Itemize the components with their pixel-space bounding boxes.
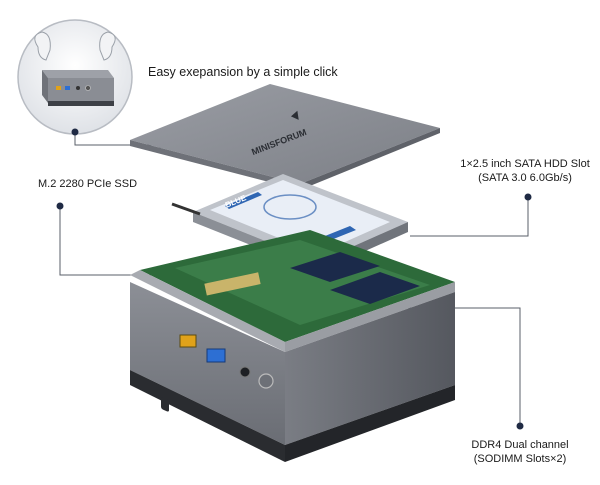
ram-callout: DDR4 Dual channel (SODIMM Slots×2)	[455, 438, 585, 466]
case-lid	[130, 84, 440, 190]
hdd-leader-dot	[524, 193, 532, 201]
ssd-leader-dot	[56, 202, 64, 210]
ssd-callout: M.2 2280 PCIe SSD	[38, 178, 138, 190]
hdd-callout: 1×2.5 inch SATA HDD Slot (SATA 3.0 6.0Gb…	[450, 157, 600, 185]
inset-leader-dot	[71, 128, 79, 136]
hdd-callout-line2: (SATA 3.0 6.0Gb/s)	[478, 172, 572, 184]
mini-pc-case	[130, 230, 455, 462]
ram-callout-line1: DDR4 Dual channel	[471, 439, 569, 451]
hdd-callout-line1: 1×2.5 inch SATA HDD Slot	[460, 158, 590, 170]
expansion-callout: Easy exepansion by a simple click	[148, 65, 338, 79]
ram-callout-line2: (SODIMM Slots×2)	[473, 453, 567, 465]
ram-leader-dot	[516, 422, 524, 430]
expansion-inset	[17, 19, 133, 135]
